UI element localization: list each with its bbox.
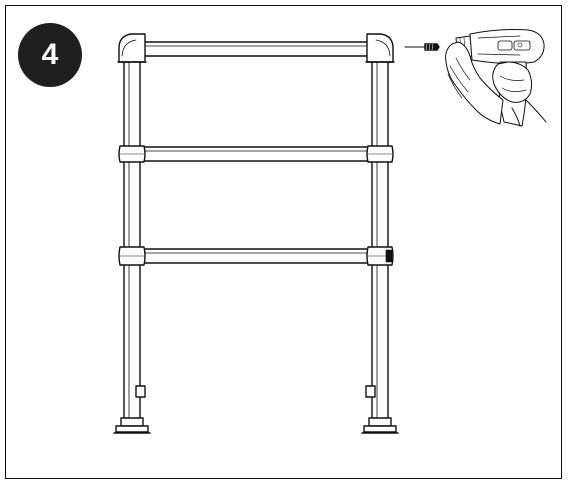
step-number-badge: 4 (18, 23, 82, 87)
left-lower-t-joint (118, 246, 146, 266)
middle-rail (139, 146, 373, 162)
left-post-bracket (135, 385, 146, 398)
left-middle-t-joint (118, 145, 146, 163)
top-right-elbow-joint (365, 33, 395, 63)
right-foot (361, 417, 399, 434)
step-number: 4 (41, 38, 59, 71)
right-lower-t-joint (366, 246, 394, 266)
left-foot (113, 417, 151, 434)
right-post (371, 57, 389, 431)
towel-rail-frame (113, 33, 399, 434)
right-post-bracket (365, 385, 376, 398)
left-post (123, 57, 141, 431)
right-middle-t-joint (366, 145, 394, 163)
lower-rail (139, 248, 373, 264)
top-left-elbow-joint (117, 33, 147, 63)
top-rail (135, 41, 377, 57)
drill-icon (445, 29, 547, 127)
screw-icon (404, 43, 440, 51)
